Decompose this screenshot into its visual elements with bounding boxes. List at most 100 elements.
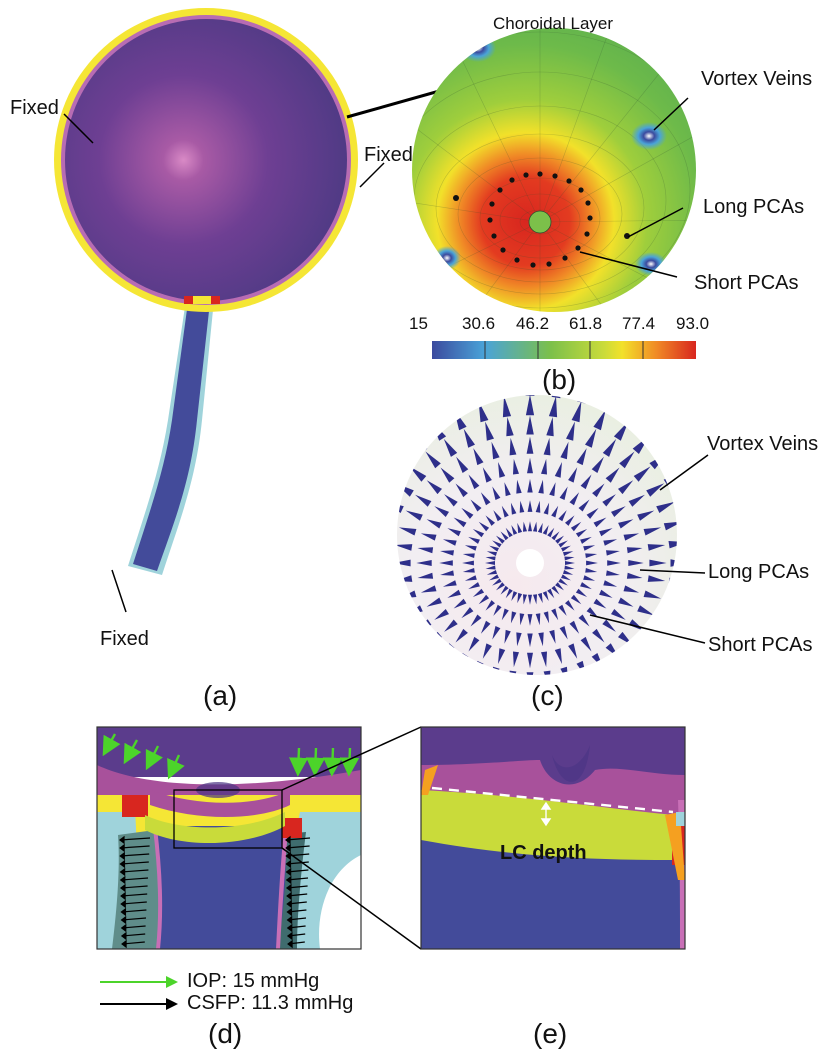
flow-arrow [614, 685, 629, 705]
flow-arrow [498, 462, 506, 478]
flow-arrow [647, 544, 666, 551]
panel-label-c: (c) [531, 680, 564, 711]
csf-arrow [120, 861, 149, 865]
flow-arrow [585, 428, 597, 448]
flow-arrow [628, 560, 644, 566]
flow-arrow [659, 403, 677, 426]
flow-arrow [453, 598, 467, 609]
flow-arrow [501, 608, 509, 621]
flow-arrow [444, 395, 459, 413]
flow-arrow [442, 580, 457, 587]
flow-arrow [498, 648, 506, 664]
flow-arrow [684, 516, 705, 526]
colorbar-tick: 77.4 [622, 314, 656, 333]
flow-arrow [555, 535, 564, 544]
flow-arrow [593, 696, 605, 717]
vortex-veins-label-c: Vortex Veins [707, 433, 819, 455]
flow-arrow [528, 594, 532, 605]
flow-arrow [628, 619, 645, 632]
flow-arrow [619, 451, 635, 469]
flow-arrow [625, 403, 641, 425]
flow-arrow [646, 686, 664, 706]
flow-arrow [485, 565, 496, 570]
flow-arrow [343, 484, 365, 497]
csf-arrow [120, 869, 149, 873]
flow-arrow [602, 438, 617, 457]
flow-arrow [547, 527, 555, 538]
flow-arrow [485, 685, 494, 704]
flow-arrow [602, 669, 617, 675]
colorbar [432, 341, 696, 359]
flow-arrow [591, 456, 604, 473]
flow-arrow [611, 609, 626, 620]
flow-arrow [681, 650, 702, 666]
flow-arrow [610, 395, 625, 396]
flow-arrow [601, 395, 616, 413]
flow-arrow [420, 585, 437, 593]
flow-arrow [510, 611, 517, 624]
zoom-connector-a-b [346, 86, 451, 119]
flow-arrow [348, 559, 369, 567]
flow-arrow [357, 460, 378, 476]
flow-arrow [517, 522, 523, 534]
flow-arrow [699, 660, 722, 677]
flow-arrow [491, 666, 500, 675]
short-pcas-label-c: Short PCAs [708, 634, 813, 656]
flow-arrow [586, 507, 599, 519]
flow-arrow [425, 657, 441, 675]
flow-arrow [410, 435, 428, 454]
flow-arrow [564, 556, 575, 561]
flow-arrow [461, 507, 474, 519]
flow-arrow [466, 361, 478, 386]
flow-arrow [626, 572, 643, 579]
flow-arrow [493, 604, 502, 616]
flow-arrow [343, 628, 365, 641]
flow-arrow [535, 500, 541, 513]
flow-arrow [505, 588, 513, 599]
flow-arrow [626, 547, 643, 554]
flow-arrow [724, 611, 749, 623]
flow-arrow [447, 589, 461, 598]
flow-arrow [681, 425, 703, 445]
flow-arrow [663, 595, 677, 605]
flow-arrow [633, 644, 651, 660]
flow-arrow [647, 575, 666, 582]
flow-arrow [558, 604, 567, 616]
flow-arrow [377, 640, 397, 655]
flow-arrow [443, 438, 458, 457]
lc-depth-indicator [540, 801, 552, 827]
flow-arrow [526, 436, 534, 454]
flow-arrow [491, 441, 500, 460]
flow-arrow [468, 582, 480, 590]
flow-arrow [606, 550, 620, 556]
flow-arrow [560, 441, 569, 460]
flow-arrow [537, 592, 543, 604]
csf-arrowhead [119, 859, 126, 869]
flow-arrow [554, 648, 562, 664]
flow-arrow [618, 597, 634, 607]
fixed-label-right: Fixed [364, 144, 413, 166]
flow-arrow [463, 428, 475, 448]
flow-arrow [486, 551, 497, 556]
flow-arrow [410, 672, 428, 675]
csf-arrowhead [120, 899, 126, 909]
flow-arrow [355, 601, 376, 611]
long-pcas-label-b: Long PCAs [703, 196, 805, 218]
flow-arrow [472, 588, 485, 597]
flow-arrow [527, 500, 533, 512]
flow-arrow [496, 582, 505, 591]
flow-arrow [605, 467, 620, 483]
flow-arrow [473, 448, 484, 466]
flow-arrow [603, 539, 618, 546]
flow-arrow [537, 522, 543, 534]
flow-arrow [462, 553, 475, 558]
flow-arrow [555, 582, 564, 591]
long-pcas-label-c: Long PCAs [708, 561, 810, 583]
flow-arrow [572, 704, 582, 725]
flow-arrow [397, 656, 411, 674]
csf-arrowhead [285, 835, 291, 845]
iop-legend-label: IOP: 15 mmHg [187, 970, 320, 992]
flow-arrow [569, 492, 580, 506]
flow-arrow [580, 636, 592, 652]
flow-arrow [468, 536, 480, 544]
